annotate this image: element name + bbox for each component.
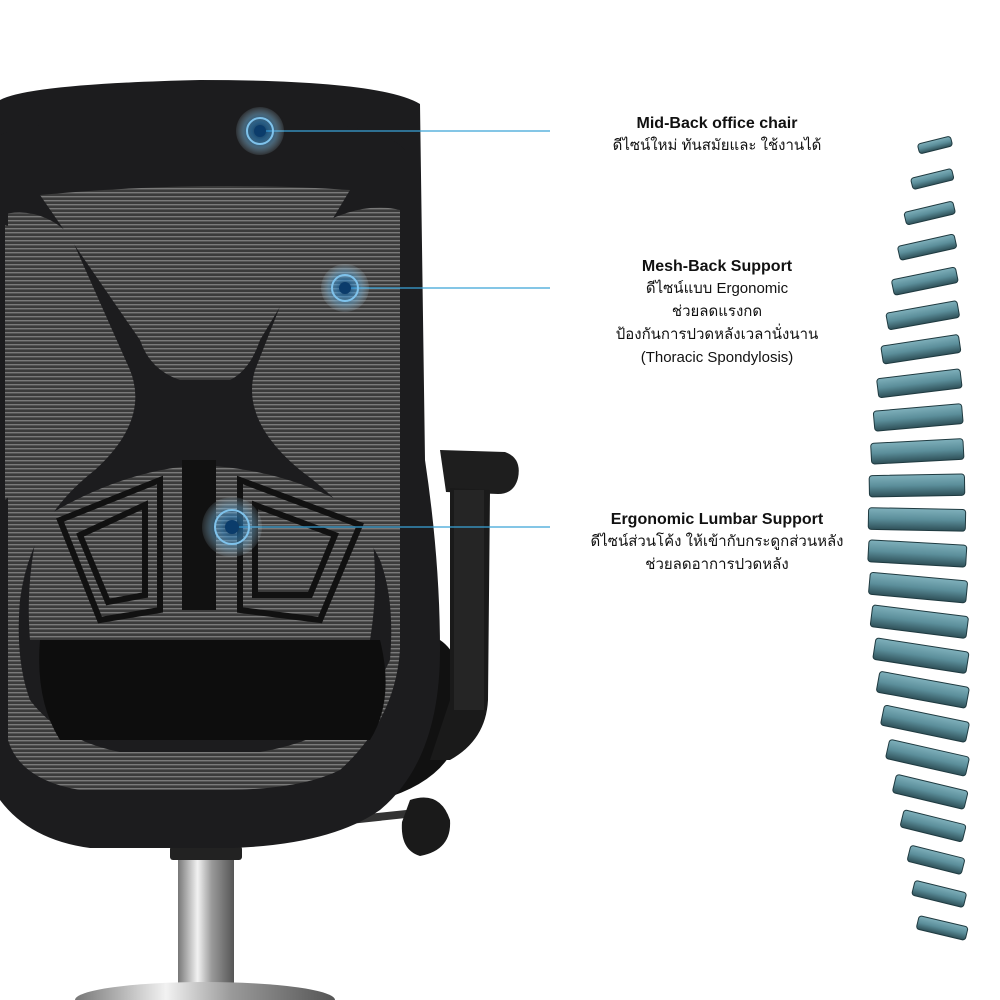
spine-vertebra <box>880 704 970 743</box>
callout-marker-mid-back <box>236 107 284 155</box>
callout-text: ดีไซน์แบบ Ergonomic <box>645 280 789 297</box>
spine-vertebra <box>903 201 956 226</box>
callout-text: ดีไซน์ใหม่ ทันสมัยและ ใช้งานได้ <box>612 137 822 154</box>
spine-vertebra <box>868 473 966 498</box>
spine-vertebra <box>911 880 967 908</box>
callout-text: ช่วยลดแรงกด <box>671 303 763 320</box>
callout-title: Mid-Back office chair <box>636 115 798 132</box>
spine-vertebra <box>872 637 970 674</box>
chair-backrest <box>0 80 440 848</box>
callout-text: ป้องกันการปวดหลังเวลานั่งนาน <box>615 326 819 343</box>
spine-vertebra <box>910 168 955 190</box>
spine-vertebra <box>897 233 957 261</box>
spine-vertebra <box>907 845 965 875</box>
callout-marker-lumbar <box>202 497 262 557</box>
callout-text: ดีไซน์ส่วนโค้ง ให้เข้ากับกระดูกส่วนหลัง <box>590 533 844 550</box>
spine-vertebra <box>891 266 959 296</box>
spine-vertebra <box>916 915 969 941</box>
spine-illustration <box>867 136 970 941</box>
callout-text: ช่วยลดอาการปวดหลัง <box>645 556 789 573</box>
spine-vertebra <box>876 671 970 709</box>
callout-connectors <box>232 130 550 528</box>
callout-text: (Thoracic Spondylosis) <box>640 349 794 366</box>
spine-vertebra <box>900 809 967 842</box>
spine-vertebra <box>867 507 967 532</box>
chair-gas-lift <box>75 846 335 1000</box>
callout-marker-mesh-back <box>321 264 369 312</box>
spine-vertebra <box>872 403 964 432</box>
spine-vertebra <box>876 368 963 399</box>
spine-vertebra <box>870 438 965 465</box>
spine-vertebra <box>869 604 969 639</box>
spine-vertebra <box>892 774 969 810</box>
callout-title: Mesh-Back Support <box>641 258 793 275</box>
spine-vertebra <box>868 571 968 604</box>
spine-vertebra <box>917 136 953 154</box>
callout-mesh-back: Mesh-Back Support ดีไซน์แบบ Ergonomic ช่… <box>537 256 897 369</box>
callout-lumbar: Ergonomic Lumbar Support ดีไซน์ส่วนโค้ง … <box>537 509 897 576</box>
callout-mid-back: Mid-Back office chair ดีไซน์ใหม่ ทันสมัย… <box>537 113 897 157</box>
spine-vertebra <box>867 539 968 568</box>
spine-vertebra <box>885 739 970 777</box>
spine-vertebra <box>880 334 962 365</box>
lumbar-support-pads <box>56 475 364 624</box>
callout-title: Ergonomic Lumbar Support <box>610 511 824 528</box>
spine-vertebra <box>885 300 960 330</box>
